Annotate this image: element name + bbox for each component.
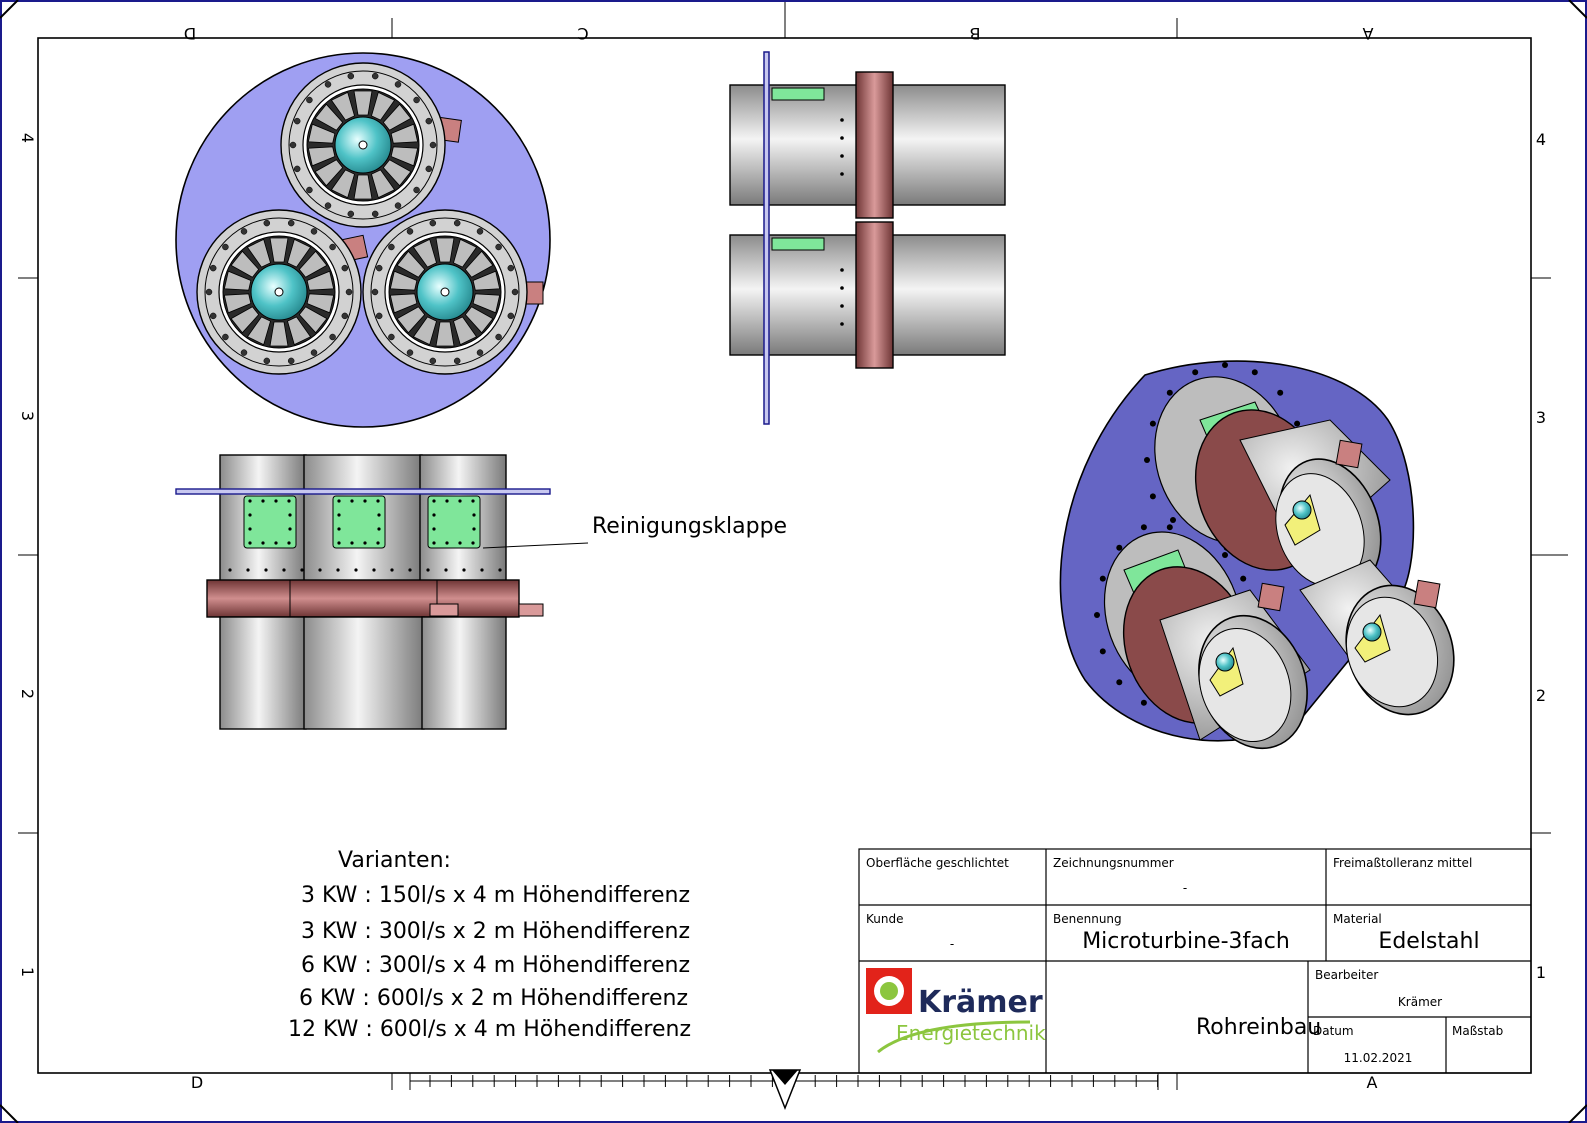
variant-item: 3 KW : 300l/s x 2 m Höhendifferenz bbox=[301, 919, 690, 944]
cleaning-hatch-3 bbox=[427, 495, 481, 549]
designation-label: Benennung bbox=[1053, 912, 1122, 926]
scale-label: Maßstab bbox=[1452, 1024, 1503, 1038]
front-view bbox=[175, 454, 589, 730]
turbine-left bbox=[196, 209, 369, 375]
drawing-title-value: Rohreinbau bbox=[1196, 1015, 1321, 1040]
variant-item: 3 KW : 150l/s x 4 m Höhendifferenz bbox=[301, 883, 690, 908]
zone-number-right-2: 2 bbox=[1536, 686, 1546, 705]
zone-letter-top-a: A bbox=[1362, 24, 1373, 43]
zone-dividers bbox=[18, 2, 1568, 1090]
zone-letter-bottom-d: D bbox=[191, 1073, 203, 1092]
variant-item: 6 KW : 300l/s x 4 m Höhendifferenz bbox=[301, 953, 690, 978]
drawing-number-value: - bbox=[1183, 881, 1187, 895]
zone-number-left-4: 4 bbox=[18, 133, 37, 143]
zone-letter-top-d: D bbox=[184, 24, 196, 43]
variants-list: Varianten: 3 KW : 150l/s x 4 m Höhendiff… bbox=[288, 848, 691, 1042]
callout-label: Reinigungsklappe bbox=[592, 514, 787, 539]
zone-letter-top-b: B bbox=[970, 24, 981, 43]
cleaning-hatch-1 bbox=[243, 495, 297, 549]
isometric-view bbox=[1059, 360, 1455, 750]
company-subtitle: Energietechnik bbox=[896, 1021, 1046, 1045]
turbine-top bbox=[280, 62, 462, 228]
variants-title: Varianten: bbox=[338, 848, 451, 873]
editor-label: Bearbeiter bbox=[1315, 968, 1378, 982]
variant-item: 6 KW : 600l/s x 2 m Höhendifferenz bbox=[299, 986, 688, 1011]
zone-number-left-3: 3 bbox=[18, 411, 37, 421]
date-label: Datum bbox=[1313, 1024, 1354, 1038]
zone-number-right-4: 4 bbox=[1536, 130, 1546, 149]
tolerance-label: Freimaßtolleranz mittel bbox=[1333, 856, 1472, 870]
zone-number-right-1: 1 bbox=[1536, 963, 1546, 982]
top-view bbox=[175, 52, 551, 428]
customer-value: - bbox=[950, 937, 954, 951]
date-value: 11.02.2021 bbox=[1344, 1051, 1413, 1065]
side-view bbox=[729, 51, 1006, 425]
surface-label: Oberfläche geschlichtet bbox=[866, 856, 1009, 870]
zone-number-left-2: 2 bbox=[18, 689, 37, 699]
variant-item: 12 KW : 600l/s x 4 m Höhendifferenz bbox=[288, 1017, 691, 1042]
zone-number-right-3: 3 bbox=[1536, 408, 1546, 427]
zone-number-left-1: 1 bbox=[18, 967, 37, 977]
company-logo: Krämer Energietechnik bbox=[866, 968, 1046, 1054]
customer-label: Kunde bbox=[866, 912, 903, 926]
company-name: Krämer bbox=[918, 985, 1043, 1020]
designation-value: Microturbine-3fach bbox=[1082, 929, 1290, 954]
cleaning-hatch-2 bbox=[332, 495, 386, 549]
zone-letter-top-c: C bbox=[577, 24, 588, 43]
callout-leader bbox=[482, 542, 589, 549]
material-value: Edelstahl bbox=[1378, 929, 1479, 954]
material-label: Material bbox=[1333, 912, 1382, 926]
zone-letter-bottom-a: A bbox=[1367, 1073, 1378, 1092]
drawing-number-label: Zeichnungsnummer bbox=[1053, 856, 1174, 870]
editor-value: Krämer bbox=[1398, 995, 1442, 1009]
turbine-right bbox=[362, 209, 544, 375]
title-block bbox=[858, 848, 1532, 1074]
